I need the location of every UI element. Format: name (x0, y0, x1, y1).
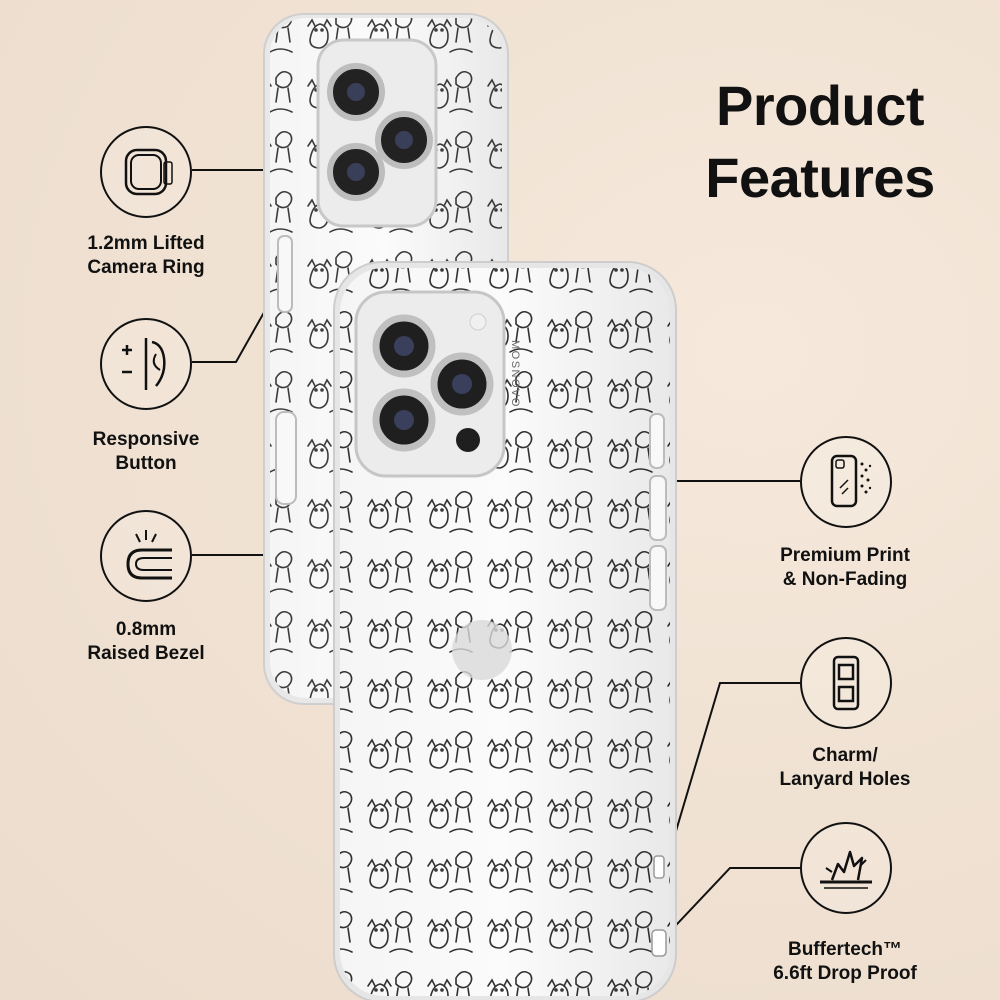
front-phone-case (333, 261, 677, 1000)
feature-raised-bezel: 0.8mm Raised Bezel (87, 619, 205, 664)
raised-bezel-badge (100, 510, 192, 602)
title-line-2: Features (705, 145, 935, 209)
responsive-button-badge (100, 318, 192, 410)
drop-proof-icon (820, 850, 872, 889)
premium-print-icon (830, 454, 872, 508)
camera-ring-badge (100, 126, 192, 218)
title-line-1: Product (715, 74, 925, 137)
raised-bezel-icon (126, 530, 172, 580)
feature-responsive-button: Responsive Button (92, 429, 200, 474)
feature-lanyard-holes: Charm/ Lanyard Holes (779, 745, 911, 790)
camera-ring-icon (124, 148, 173, 196)
page-title: Product Features (690, 70, 950, 213)
feature-premium-print: Premium Print & Non-Fading (780, 545, 910, 590)
premium-print-badge (800, 436, 892, 528)
lanyard-holes-badge (800, 637, 892, 729)
feature-drop-proof: Buffertech™ 6.6ft Drop Proof (773, 939, 917, 984)
responsive-button-icon (122, 338, 166, 390)
brand-mark: MOSNOVO (509, 340, 521, 408)
lanyard-holes-icon (832, 655, 860, 711)
feature-camera-ring: 1.2mm Lifted Camera Ring (87, 233, 205, 278)
drop-proof-badge (800, 822, 892, 914)
